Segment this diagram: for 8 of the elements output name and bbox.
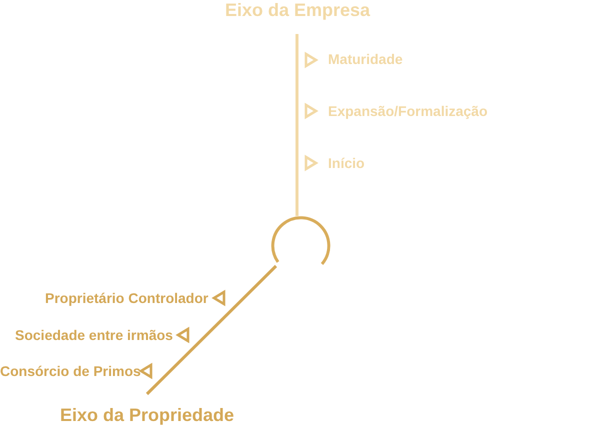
stage-label: Sociedade entre irmãos xyxy=(15,327,173,343)
axis-title: Eixo da Propriedade xyxy=(60,405,234,426)
stage-label: Consórcio de Primos xyxy=(0,363,141,379)
axis-title: Eixo da Empresa xyxy=(225,0,370,21)
stage-label: Proprietário Controlador xyxy=(45,290,208,306)
stage-label: Expansão/Formalização xyxy=(328,103,488,119)
stage-label: Maturidade xyxy=(328,51,403,67)
stage-label: Início xyxy=(328,155,365,171)
